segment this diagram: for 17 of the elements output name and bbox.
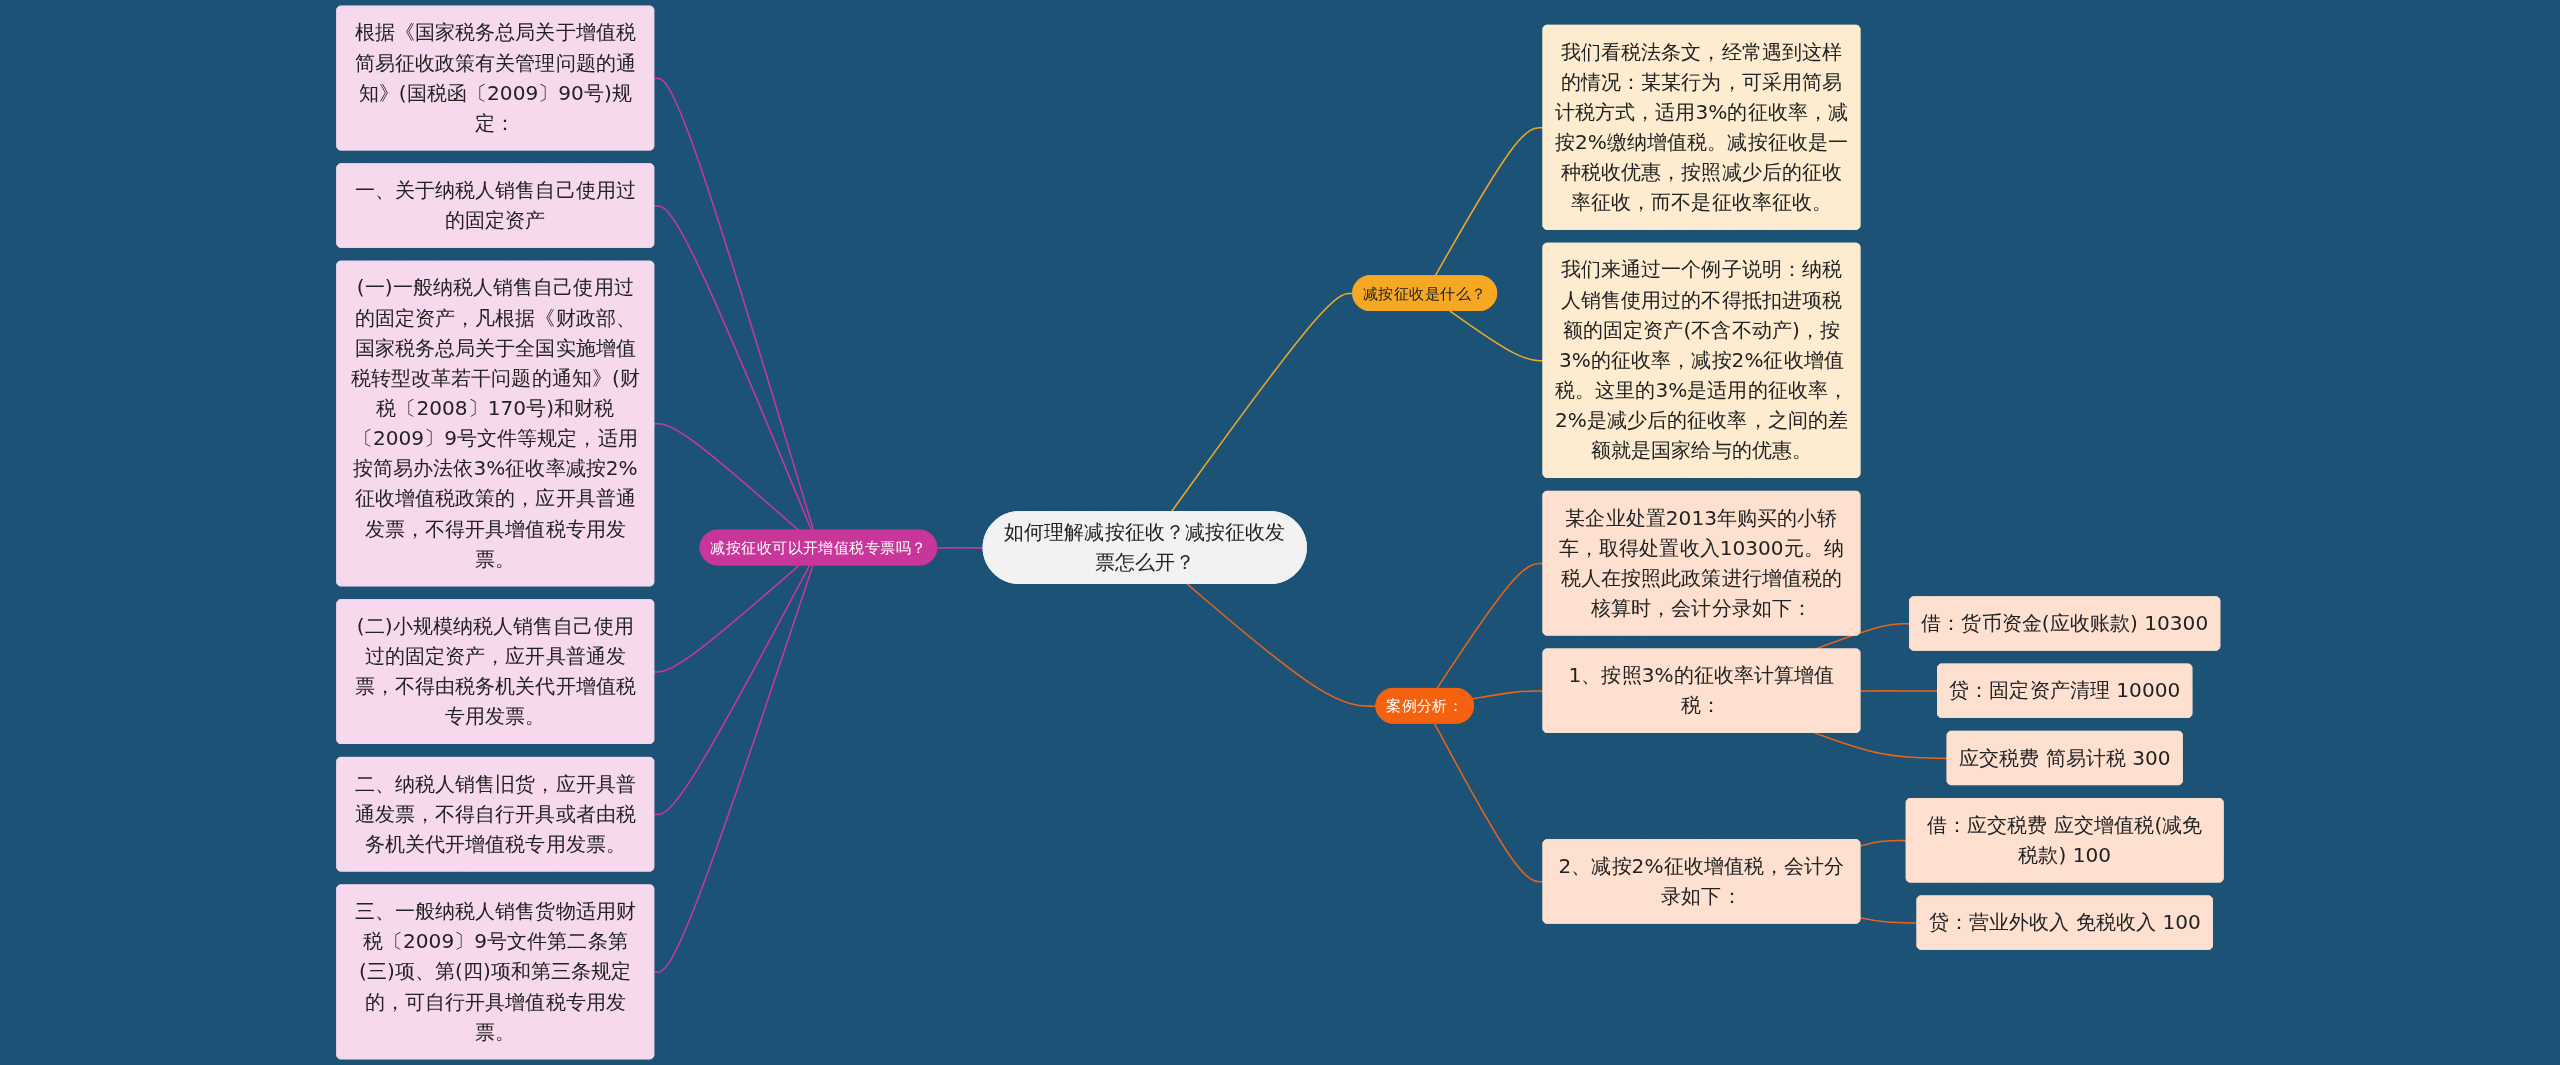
connector <box>1859 839 1908 847</box>
connector <box>1435 562 1545 690</box>
connector <box>1859 690 1939 692</box>
connector <box>653 205 813 532</box>
connector <box>653 564 811 816</box>
connector <box>653 564 800 673</box>
connector <box>653 564 814 974</box>
connector <box>1471 690 1545 700</box>
connector <box>1813 732 1949 760</box>
connector <box>1448 310 1545 362</box>
connector <box>653 77 815 532</box>
connector <box>1434 126 1545 277</box>
connector <box>936 546 985 549</box>
connector <box>1433 722 1545 883</box>
connector <box>1859 916 1919 924</box>
connector <box>653 423 800 532</box>
connector <box>1170 292 1354 513</box>
